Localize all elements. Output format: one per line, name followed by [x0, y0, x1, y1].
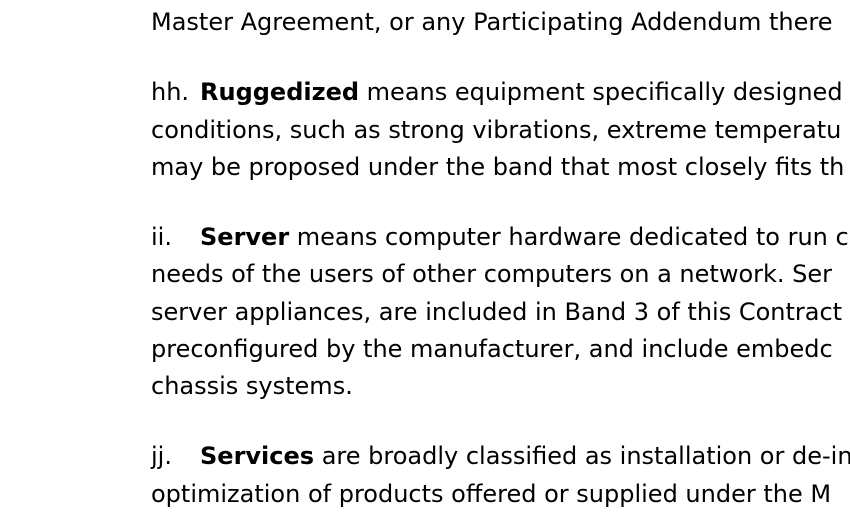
definition-hh-first-line: hh. Ruggedized means equipment specifical… — [151, 77, 850, 107]
definition-ii-line-2: needs of the users of other computers on… — [151, 260, 833, 288]
definition-hh-line-3: may be proposed under the band that most… — [151, 153, 845, 181]
definition-hh-line-2: conditions, such as strong vibrations, e… — [151, 116, 842, 144]
list-marker-jj: jj. — [151, 442, 172, 470]
defined-term-ruggedized: Ruggedized — [200, 78, 360, 106]
definition-jj-first-line: jj. Services are broadly classified as in… — [151, 441, 850, 471]
definition-ii-line-3: server appliances, are included in Band … — [151, 298, 843, 326]
definition-jj-text: are broadly classified as installation o… — [314, 442, 850, 470]
defined-term-services: Services — [200, 442, 315, 470]
definition-hh-text: means equipment specifically designed t — [359, 78, 850, 106]
definition-ii-text: means computer hardware dedicated to run… — [289, 223, 849, 251]
list-marker-hh: hh. — [151, 78, 190, 106]
defined-term-server: Server — [200, 223, 290, 251]
paragraph-intro-line-1: Master Agreement, or any Participating A… — [151, 8, 833, 36]
definition-ii-line-5: chassis systems. — [151, 372, 353, 400]
definition-ii-first-line: ii. Server means computer hardware dedica… — [151, 222, 849, 252]
definition-ii-line-4: preconfigured by the manufacturer, and i… — [151, 335, 833, 363]
list-marker-ii: ii. — [151, 223, 172, 251]
definition-jj-line-2: optimization of products offered or supp… — [151, 480, 832, 508]
